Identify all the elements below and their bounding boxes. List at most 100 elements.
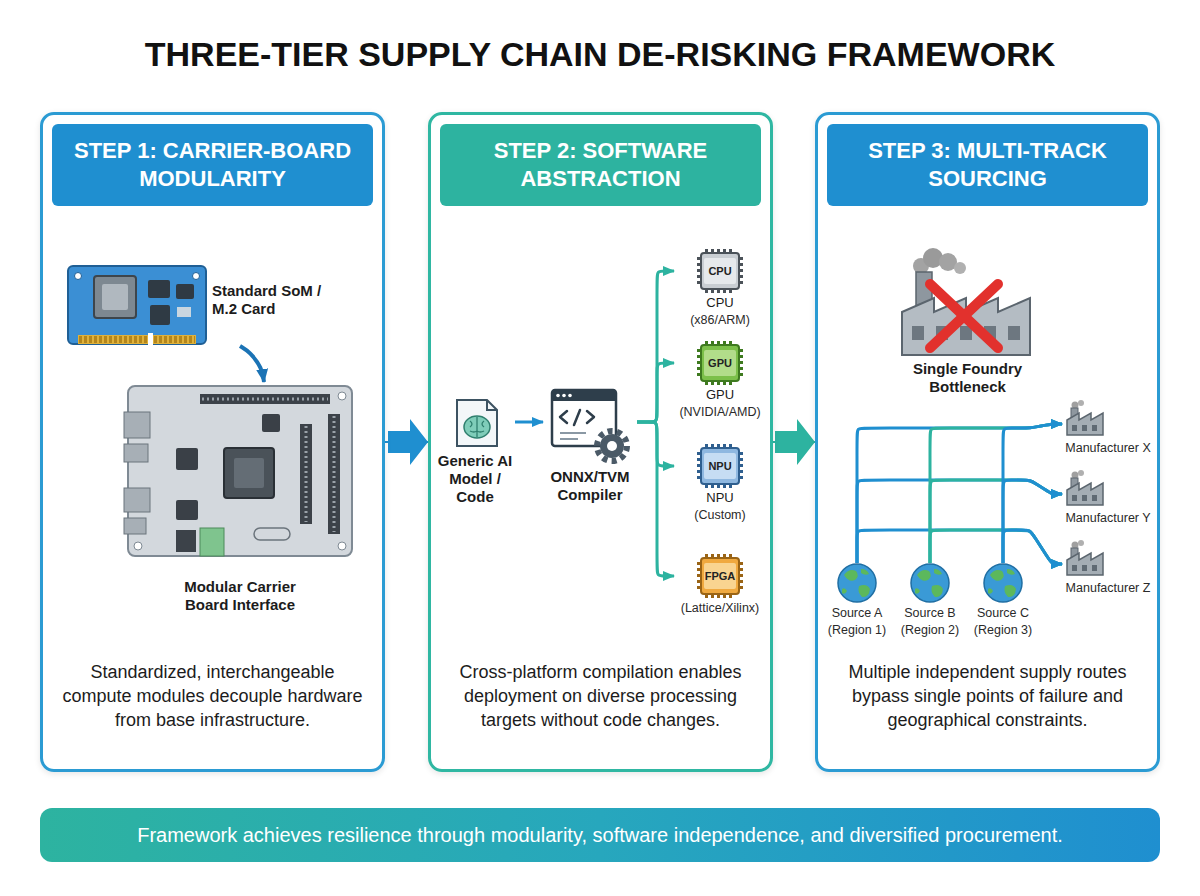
step-panel: STEP 2: SOFTWARE ABSTRACTION Cross-platfo… — [428, 112, 773, 772]
carrier-board-illustration — [338, 392, 346, 400]
carrier-board-illustration — [124, 412, 150, 438]
carrier-board: Modular Carrier Board Interface — [124, 382, 356, 622]
factory-icon — [1092, 495, 1097, 501]
factory-icon — [1078, 470, 1084, 476]
carrier-board-illustration — [254, 528, 290, 540]
som-card-illustration — [78, 335, 196, 344]
globe-icon — [842, 569, 870, 597]
som-card-illustration — [68, 266, 206, 345]
factory-icon — [1078, 400, 1084, 406]
source-region: Source B(Region 2) — [895, 563, 965, 647]
compiler-icon — [556, 394, 560, 398]
factory-icon — [1072, 495, 1077, 501]
foundry-illustration — [912, 326, 924, 340]
step-description: Cross-platform compilation enables deplo… — [445, 661, 756, 732]
connector — [930, 530, 1062, 564]
carrier-board-illustration — [124, 518, 146, 534]
globe-icon — [838, 564, 876, 602]
step-panel: STEP 1: CARRIER-BOARD MODULARITYStandard… — [40, 112, 385, 772]
factory-icon — [1072, 472, 1079, 479]
connector — [1003, 480, 1062, 563]
step-header: STEP 2: SOFTWARE ABSTRACTION — [440, 124, 761, 206]
connector — [857, 480, 1062, 563]
region-label: (Region 2) — [895, 622, 965, 638]
globe-icon — [984, 564, 1022, 602]
carrier-board-illustration — [124, 386, 352, 556]
carrier-board-illustration — [234, 458, 264, 488]
part-label: Modular Carrier Board Interface — [165, 578, 315, 614]
diagram-title: THREE-TIER SUPPLY CHAIN DE-RISKING FRAME… — [145, 34, 1056, 75]
factory-icon — [1067, 413, 1103, 435]
carrier-board-illustration — [328, 414, 340, 534]
factory-icon — [1072, 565, 1077, 571]
chip-name: GPU — [674, 387, 766, 403]
compiler-icon — [552, 390, 616, 401]
connector — [385, 441, 428, 443]
carrier-board-illustration — [176, 530, 196, 552]
carrier-board-illustration — [176, 448, 198, 470]
chip-vendor: (Lattice/Xilinx) — [674, 600, 766, 616]
foundry-icon: Single Foundry Bottleneck — [890, 250, 1045, 404]
carrier-board-illustration — [200, 528, 224, 556]
connector — [857, 424, 1062, 563]
compiler-icon — [607, 441, 617, 451]
factory-icon — [1067, 553, 1103, 575]
chip-name: NPU — [674, 490, 766, 506]
source-label: Source B — [895, 605, 965, 621]
chip-target: GPUGPU(NVIDIA/AMD) — [674, 340, 766, 422]
chip-vendor: (NVIDIA/AMD) — [674, 404, 766, 420]
carrier-board-illustration — [338, 542, 346, 550]
foundry-illustration — [930, 284, 998, 348]
connector — [637, 422, 674, 576]
compiler-icon — [597, 431, 627, 461]
factory-icon — [1067, 483, 1103, 505]
compiler-icon: ONNX/TVM Compiler — [543, 386, 637, 510]
source-region: Source A(Region 1) — [822, 563, 892, 647]
connector — [1003, 530, 1062, 564]
som-card-illustration — [148, 280, 170, 298]
source-label: Source C — [968, 605, 1038, 621]
factory-icon — [1072, 425, 1077, 431]
connector — [1003, 424, 1062, 563]
compiler-icon — [562, 394, 566, 398]
icon-label: ONNX/TVM Compiler — [543, 468, 637, 504]
connector — [637, 363, 674, 422]
som-card-illustration — [148, 333, 153, 345]
som-card-illustration — [150, 305, 170, 325]
foundry-illustration — [954, 262, 966, 274]
factory-icon — [1067, 400, 1103, 435]
globe-icon — [911, 564, 949, 602]
carrier-board-illustration — [300, 424, 312, 524]
manufacturer: Manufacturer Z — [1062, 540, 1154, 600]
som-card-illustration — [176, 284, 194, 299]
caption-band: Framework achieves resilience through mo… — [40, 808, 1160, 862]
carrier-board-illustration — [202, 398, 328, 401]
chip-vendor: (x86/ARM) — [674, 312, 766, 328]
connector — [857, 530, 1062, 564]
carrier-board-illustration — [124, 488, 150, 512]
chip-label: NPU — [697, 444, 743, 488]
carrier-board-illustration — [305, 426, 308, 522]
chip-label: FPGA — [697, 554, 743, 598]
ai-model-icon — [457, 400, 497, 446]
factory-icon — [1067, 540, 1103, 575]
connector — [773, 441, 815, 443]
som-card-illustration — [75, 273, 82, 280]
carrier-board-illustration — [124, 444, 148, 462]
chip-target: NPUNPU(Custom) — [674, 443, 766, 525]
chip-name: CPU — [674, 295, 766, 311]
globe-icon — [984, 564, 1022, 602]
chip-target: FPGA (Lattice/Xilinx) — [674, 553, 766, 635]
connector — [515, 421, 543, 424]
foundry-illustration — [902, 248, 1030, 355]
source-label: Source A — [822, 605, 892, 621]
som-card-illustration — [102, 284, 128, 310]
ai-model-icon — [457, 400, 497, 446]
ai-model-icon — [470, 417, 484, 437]
factory-icon — [1092, 425, 1097, 431]
som-card: Standard SoM / M.2 Card — [66, 262, 329, 346]
carrier-board-illustration — [262, 414, 280, 432]
ai-model-icon — [464, 416, 490, 438]
compiler-icon — [600, 434, 624, 458]
